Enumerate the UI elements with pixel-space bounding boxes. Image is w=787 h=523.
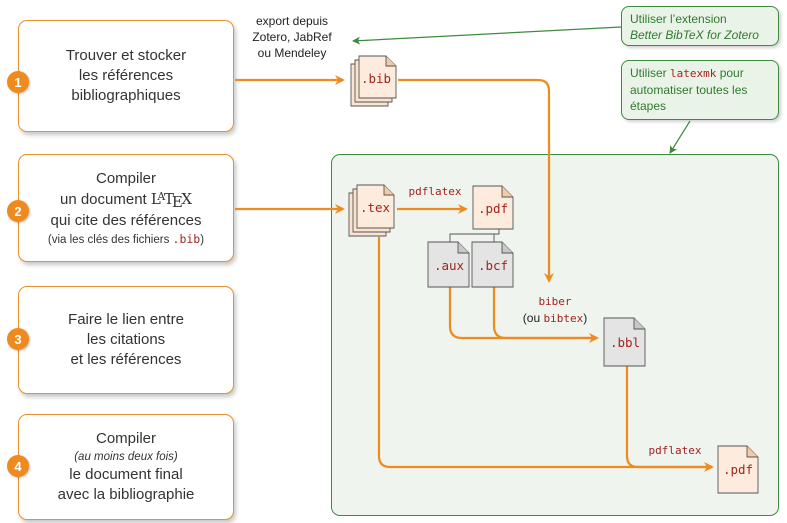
- step-2-box: Compiler un document LATEX qui cite des …: [18, 154, 234, 262]
- step-1-line2: les références: [78, 67, 174, 84]
- bbt-line1: Utiliser l’extension: [630, 12, 727, 26]
- step-4-box: Compiler (au moins deux fois) le documen…: [18, 414, 234, 520]
- bbl-file-icon: [603, 317, 646, 367]
- step-4-badge: 4: [7, 455, 29, 477]
- bibtex-text: bibtex: [543, 312, 584, 325]
- pdf-file-icon: [472, 185, 514, 230]
- bcf-file-label: .bcf: [477, 258, 509, 273]
- export-line2: Zotero, JabRef: [252, 30, 332, 44]
- step-2-note-code: .bib: [172, 231, 201, 246]
- arrow-tex-to-final: [377, 237, 712, 469]
- export-line3: ou Mendeley: [257, 46, 327, 60]
- step-3-line3: et les références: [70, 351, 182, 368]
- latexmk-post: pour: [716, 66, 744, 80]
- final-pdf-file-label: .pdf: [722, 462, 754, 477]
- biber-label: biber (ou bibtex): [520, 294, 590, 327]
- aux-connector: [449, 229, 500, 242]
- bib-file-icon: [350, 55, 397, 107]
- bbt-pointer: [352, 26, 622, 45]
- step-3-line1: Faire le lien entre: [68, 311, 184, 328]
- step-2-line2: un document LATEX: [60, 189, 192, 211]
- bbt-callout: Utiliser l’extension Better BibTeX for Z…: [621, 6, 779, 46]
- arrow-aux-to-bbl: [448, 287, 599, 343]
- or-pre: (ou: [522, 311, 544, 325]
- tex-file-label: .tex: [359, 200, 391, 215]
- step-1-line1: Trouver et stocker: [65, 47, 187, 64]
- final-pdf-file-icon: [717, 445, 759, 494]
- step-1-box: Trouver et stocker les références biblio…: [18, 20, 234, 132]
- pdflatex-label-2: pdflatex: [640, 442, 710, 459]
- bcf-file-icon: [471, 241, 514, 288]
- bbt-line2: Better BibTeX for Zotero: [630, 28, 759, 42]
- step-4-line3: avec la bibliographie: [57, 486, 195, 503]
- bbl-file-label: .bbl: [609, 335, 641, 350]
- tex-file-icon: [348, 184, 395, 237]
- arrow-bcf-to-bbl: [492, 287, 597, 340]
- latexmk-line1: Utiliser latexmk pour: [630, 65, 770, 82]
- latexmk-callout: Utiliser latexmk pour automatiser toutes…: [621, 60, 779, 120]
- step-2-line2-text: un document: [59, 190, 151, 208]
- latexmk-line2: automatiser toutes les: [630, 83, 748, 97]
- aux-file-label: .aux: [433, 258, 465, 273]
- step-2-badge: 2: [7, 200, 29, 222]
- step-2-line1: Compiler: [95, 169, 156, 187]
- bibtex-alt: (ou bibtex): [520, 310, 590, 327]
- export-label: export depuis Zotero, JabRef ou Mendeley: [246, 13, 338, 61]
- step-2-note-end: ): [200, 233, 205, 246]
- latexmk-code: latexmk: [670, 67, 717, 80]
- step-2-line3: qui cite des références: [50, 211, 202, 229]
- latexmk-line3: étapes: [630, 99, 667, 113]
- latexmk-panel: [331, 154, 779, 516]
- step-3-badge: 3: [7, 328, 29, 350]
- latex-logo: LATEX: [150, 189, 192, 211]
- step-4-line1: Compiler: [95, 430, 156, 447]
- arrow-bib-to-biber: [398, 78, 554, 283]
- step-4-note: (au moins deux fois): [74, 451, 178, 463]
- latexmk-pre: Utiliser: [630, 66, 671, 80]
- step-1-badge: 1: [7, 71, 29, 93]
- or-post: ): [583, 311, 588, 325]
- export-line1: export depuis: [255, 14, 329, 28]
- pdflatex-label-1: pdflatex: [400, 183, 470, 200]
- pdflatex-1-text: pdflatex: [408, 185, 462, 198]
- pdf-file-label: .pdf: [477, 201, 509, 216]
- step-4-line2: le document final: [69, 466, 183, 483]
- step-2-note-text: (via les clés des fichiers: [47, 233, 173, 246]
- step-3-line2: les citations: [86, 331, 166, 348]
- biber-text: biber: [538, 295, 572, 308]
- step-1-line3: bibliographiques: [71, 87, 181, 104]
- pdflatex-2-text: pdflatex: [648, 444, 702, 457]
- bib-file-label: .bib: [360, 71, 392, 86]
- step-2-note: (via les clés des fichiers .bib): [48, 231, 204, 248]
- step-3-box: Faire le lien entre les citations et les…: [18, 286, 234, 394]
- aux-file-icon: [427, 241, 470, 288]
- latexmk-pointer: [669, 120, 691, 154]
